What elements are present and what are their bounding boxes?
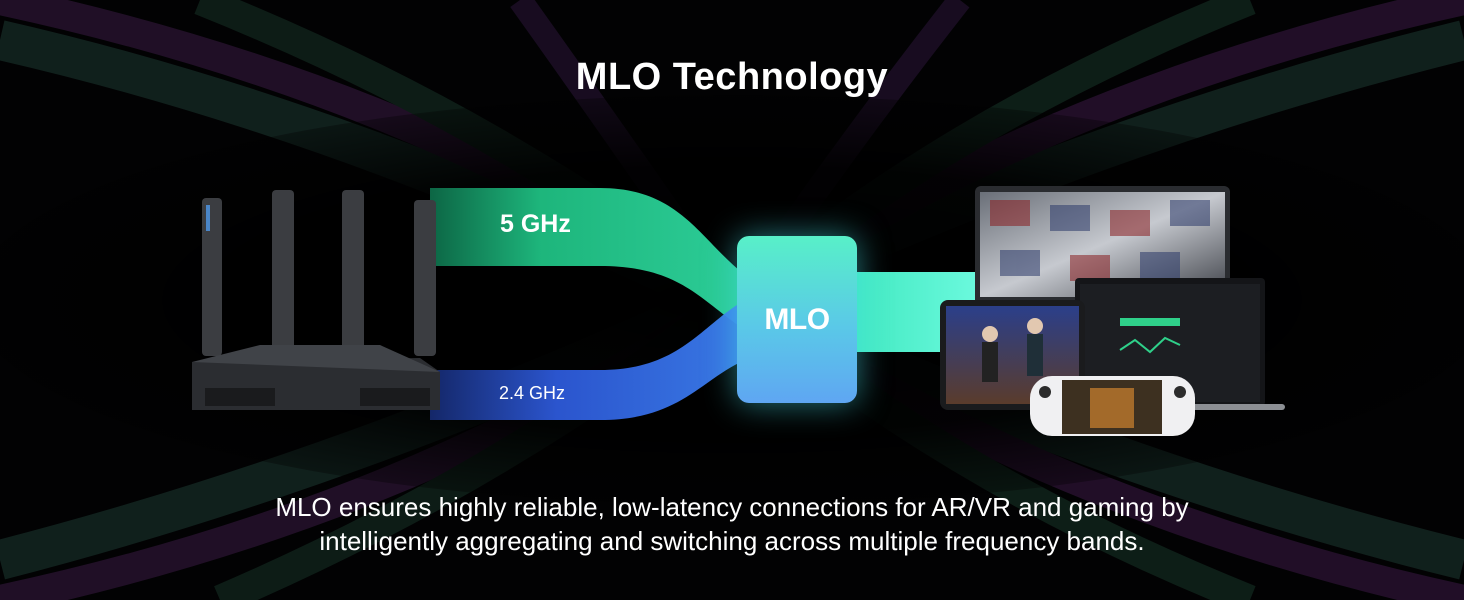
handheld-console-icon xyxy=(1030,376,1195,436)
caption: MLO ensures highly reliable, low-latency… xyxy=(180,490,1284,558)
band-5ghz-label: 5 GHz xyxy=(500,210,571,238)
page-title: MLO Technology xyxy=(575,56,889,98)
caption-line-1: MLO ensures highly reliable, low-latency… xyxy=(275,492,1189,522)
mlo-label: MLO xyxy=(764,302,830,336)
band-24ghz xyxy=(430,300,745,420)
mlo-box: MLO xyxy=(737,236,857,403)
band-5ghz xyxy=(430,188,745,330)
caption-line-2: intelligently aggregating and switching … xyxy=(319,526,1145,556)
band-24ghz-label: 2.4 GHz xyxy=(499,383,566,403)
router-icon xyxy=(192,190,440,410)
